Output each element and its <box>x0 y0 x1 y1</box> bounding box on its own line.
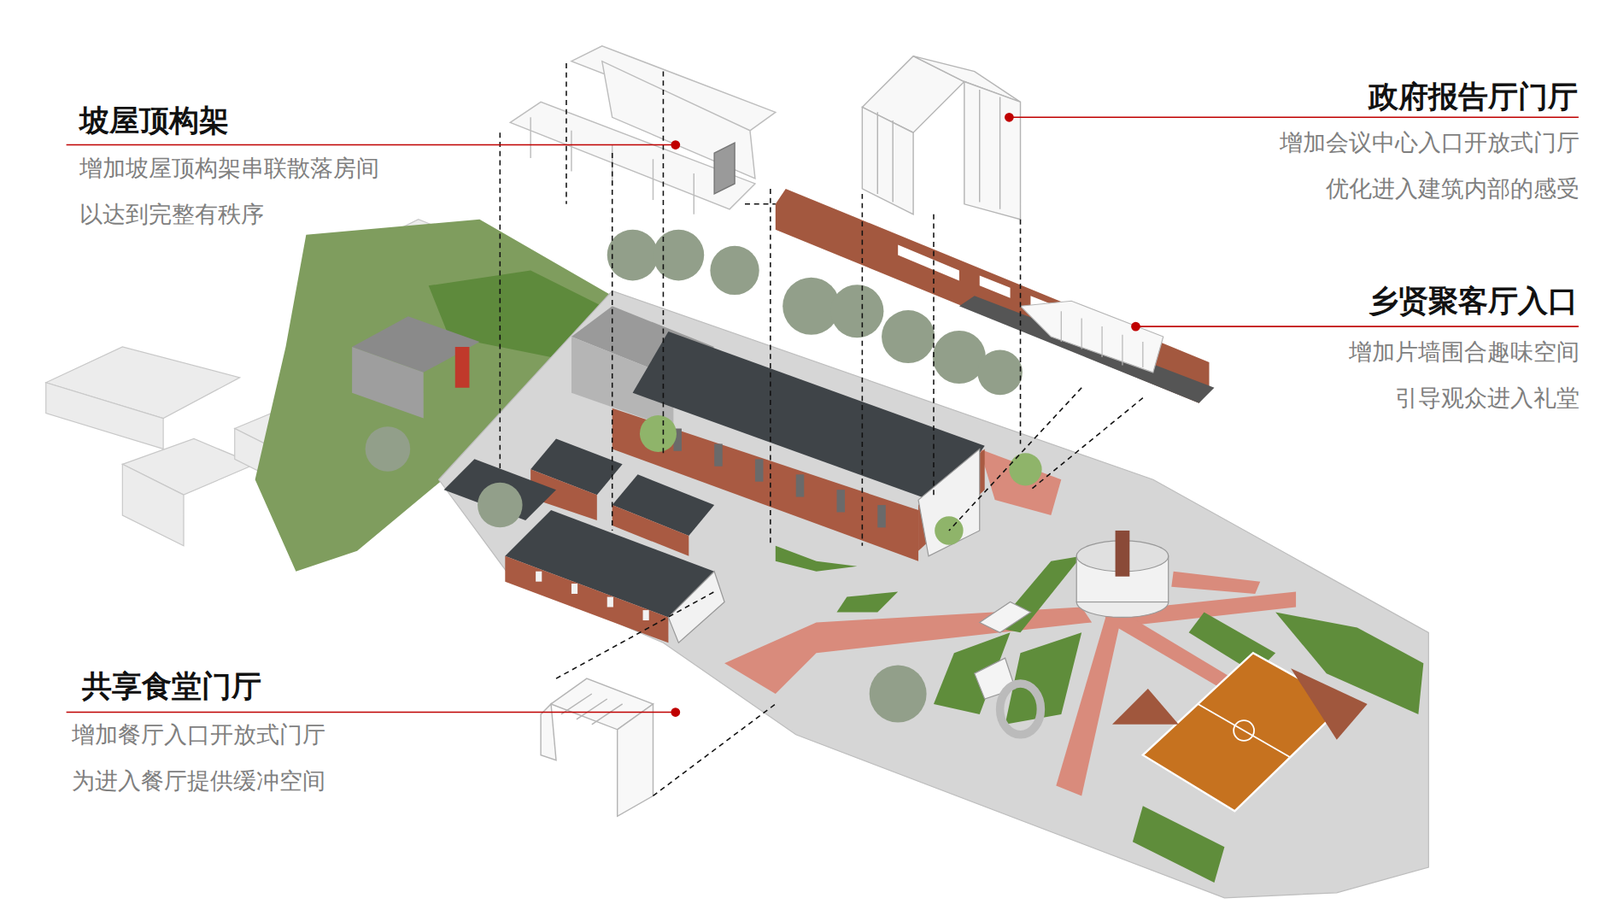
entrance-frame <box>959 295 1215 403</box>
callout-body: 增加餐厅入口开放式门厅 为进入餐厅提供缓冲空间 <box>71 711 326 804</box>
callout-body: 增加片墙围合趣味空间 引导观众进入礼堂 <box>1348 328 1580 422</box>
leader-lines <box>66 117 1579 712</box>
small-buildings <box>444 438 725 643</box>
leader-dots <box>670 112 1140 717</box>
callout-title: 坡屋顶构架 <box>79 101 229 140</box>
callout-title: 乡贤聚客厅入口 <box>1368 281 1578 320</box>
callout-title: 共享食堂门厅 <box>82 667 262 705</box>
main-hall <box>612 331 985 562</box>
dashed-guides <box>499 63 1143 796</box>
green-patches <box>775 545 1425 883</box>
callout-title: 政府报告厅门厅 <box>1368 77 1578 116</box>
green-trees <box>639 415 1043 546</box>
basketball-court <box>1112 652 1368 811</box>
canteen-frame <box>540 678 653 816</box>
roof-frames <box>509 46 776 215</box>
callout-body: 增加会议中心入口开放式门厅 优化进入建筑内部的感受 <box>1279 119 1580 212</box>
viewing-tower <box>974 530 1169 735</box>
callout-body: 增加坡屋顶构架串联散落房间 以达到完整有秩序 <box>79 145 380 238</box>
trees <box>365 229 1023 723</box>
hall-frame <box>861 56 1020 220</box>
